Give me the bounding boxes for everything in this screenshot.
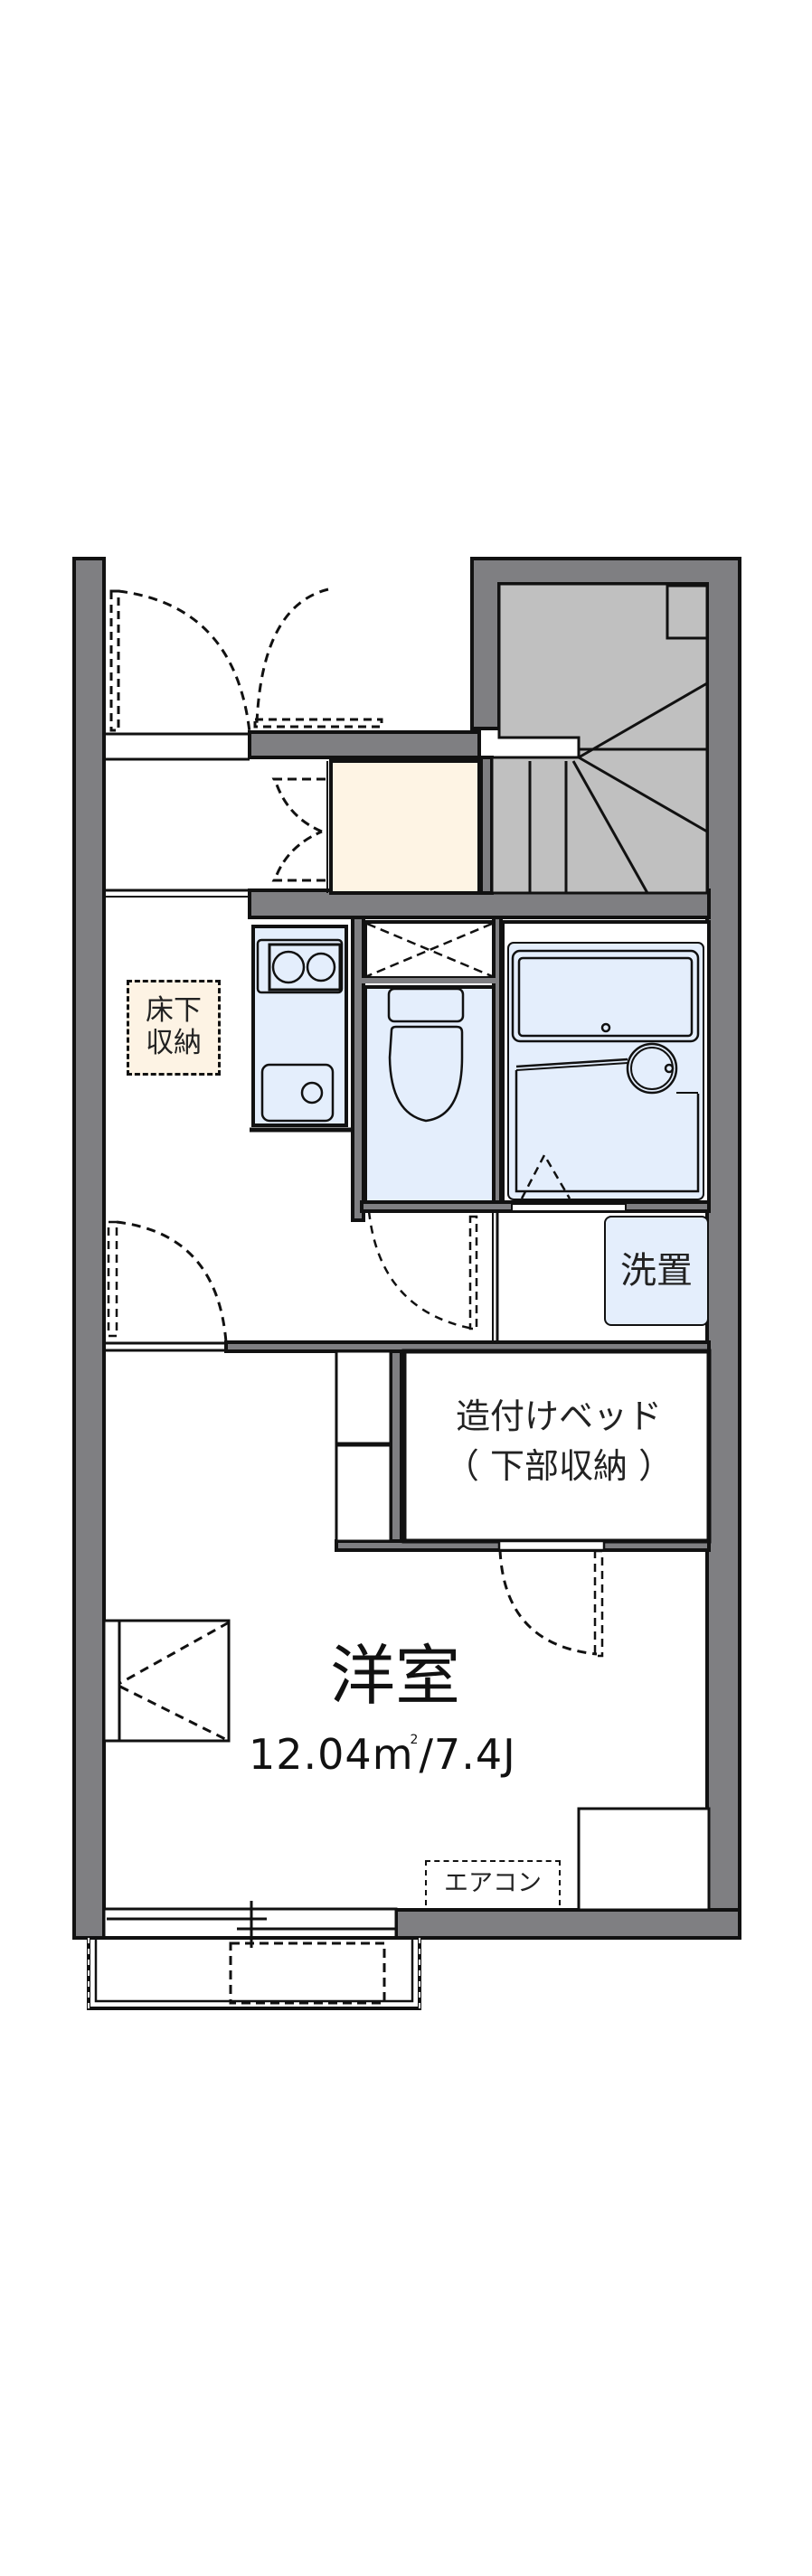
underfloor-storage-line1: 床下 bbox=[146, 994, 202, 1028]
room-area-unit: m bbox=[372, 1730, 414, 1779]
shoe-closet bbox=[271, 759, 481, 895]
staircase bbox=[490, 582, 709, 895]
toilet-room bbox=[364, 985, 496, 1330]
room-area-value: 12.04 bbox=[249, 1730, 373, 1779]
underfloor-storage-tag: 床下 収納 bbox=[127, 980, 221, 1076]
washer-label: 洗置 bbox=[620, 1250, 693, 1292]
room-area-sup: 2 bbox=[410, 1733, 420, 1747]
closet-shelves bbox=[335, 1349, 392, 1543]
bed-label-line1: 造付けベッド bbox=[455, 1396, 662, 1436]
balcony bbox=[87, 1901, 421, 2010]
western-room-fixtures bbox=[102, 1619, 711, 1912]
bed-label-line2: （ 下部収納 ） bbox=[444, 1446, 674, 1486]
room-size: 12.04m2/7.4J bbox=[249, 1734, 516, 1775]
hall-door bbox=[104, 1220, 228, 1352]
built-in-bed-label: 造付けベッド （ 下部収納 ） bbox=[405, 1365, 713, 1518]
kitchen bbox=[250, 925, 354, 1133]
washroom bbox=[492, 1203, 627, 1342]
unit-bath bbox=[501, 920, 711, 1204]
underfloor-storage-line2: 収納 bbox=[146, 1027, 202, 1059]
air-conditioner-tag: エアコン bbox=[425, 1860, 561, 1905]
washing-machine-space: 洗置 bbox=[604, 1216, 709, 1326]
room-name-western: 洋室 bbox=[330, 1638, 461, 1714]
built-in-bed-frame bbox=[401, 1349, 712, 1658]
air-conditioner-label: エアコン bbox=[444, 1869, 542, 1898]
room-area-tatami: /7.4J bbox=[419, 1730, 516, 1779]
entrance bbox=[104, 588, 383, 898]
pipe-shaft bbox=[362, 920, 497, 983]
